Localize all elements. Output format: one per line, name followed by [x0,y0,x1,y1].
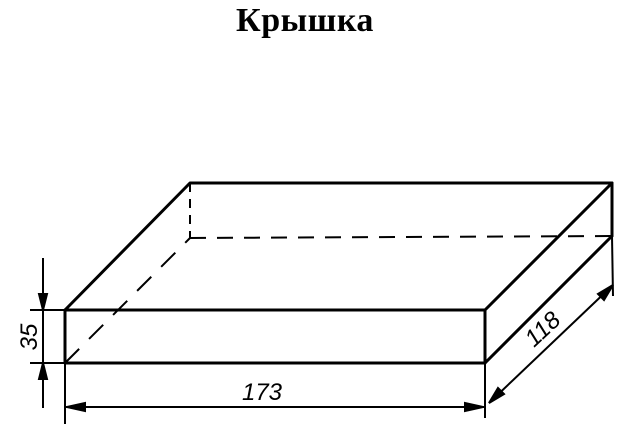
dimension-length: 173 [64,363,486,424]
drawing-title: Крышка [236,2,374,39]
hidden-left-depth-edge [64,237,191,364]
dimension-height: 35 [16,258,65,408]
width-dimension-line [488,284,614,404]
arrow-up-icon [37,362,49,380]
bottom-right-depth-edge [483,234,614,365]
width-value: 118 [520,306,567,352]
arrow-down-icon [37,293,49,311]
hidden-back-bottom-edge [189,235,613,239]
front-face [63,308,487,365]
top-face [63,181,614,312]
length-value: 173 [242,379,283,406]
arrow-up-right-icon [596,284,614,302]
box-visible-edges [63,181,614,365]
dimension-width: 118 [488,235,614,404]
box-hidden-edges [64,183,613,364]
arrow-right-icon [464,401,484,413]
arrow-down-left-icon [488,386,506,404]
arrow-left-icon [66,401,86,413]
height-value: 35 [16,323,43,350]
